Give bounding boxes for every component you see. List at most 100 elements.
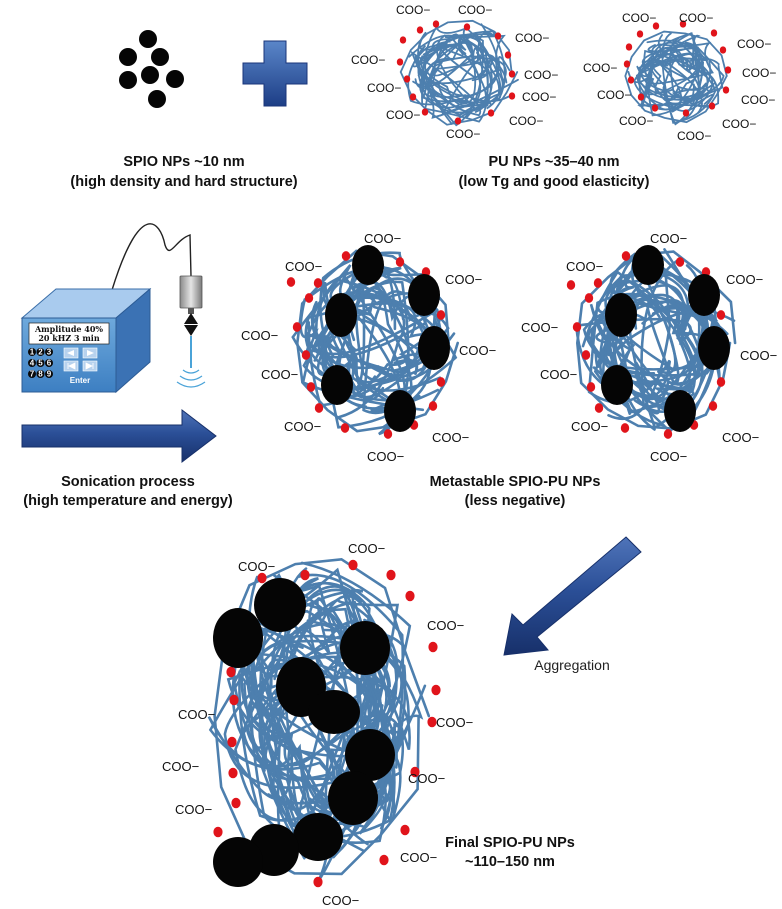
carboxyl-dot [340, 423, 350, 433]
carboxyl-dot [403, 75, 411, 83]
polymer-strand [247, 561, 412, 844]
carboxyl-dot [213, 826, 223, 838]
carboxyl-dot [428, 641, 438, 653]
sonication-probe [176, 275, 206, 388]
carboxyl-label: COO− [175, 802, 212, 817]
carboxyl-label: COO− [722, 430, 759, 445]
spio-dot [148, 90, 166, 108]
polymer-strand [207, 659, 377, 800]
carboxyl-label: COO− [285, 259, 322, 274]
spio-nanoparticle [408, 274, 440, 316]
keypad-key [45, 359, 53, 367]
polymer-strand [635, 58, 715, 109]
carboxyl-dot [675, 257, 685, 267]
carboxyl-label: COO− [241, 328, 278, 343]
carboxyl-label: COO− [408, 771, 445, 786]
polymer-strand [423, 41, 511, 96]
carboxyl-label: COO− [522, 90, 556, 104]
carboxyl-label: COO− [740, 348, 777, 363]
carboxyl-label: COO− [432, 430, 469, 445]
metastable-caption: Metastable SPIO-PU NPs [430, 474, 601, 490]
carboxyl-dot [487, 109, 495, 117]
carboxyl-label: COO− [396, 3, 430, 17]
carboxyl-dot [504, 51, 512, 59]
carboxyl-dot [348, 559, 358, 571]
spio-nanoparticle [345, 729, 395, 781]
spio-cluster [119, 30, 184, 108]
pu-subcaption: (low Tg and good elasticity) [459, 174, 650, 190]
carboxyl-dot [416, 26, 424, 34]
metastable-spio-pu-left: COO−COO−COO−COO−COO−COO−COO−COO−COO− [241, 231, 496, 464]
left-arrow-icon [67, 350, 74, 356]
carboxyl-dot [651, 104, 659, 112]
probe-neck [188, 308, 194, 314]
polymer-strand [408, 34, 484, 127]
carboxyl-dot [436, 310, 446, 320]
carboxyl-dot [463, 23, 471, 31]
aggregation-label: Aggregation [534, 657, 610, 673]
pu-caption: PU NPs ~35–40 nm [489, 154, 620, 170]
carboxyl-dot [566, 280, 576, 290]
carboxyl-dot [454, 117, 462, 125]
keypad-key [28, 359, 36, 367]
carboxyl-label: COO− [650, 449, 687, 464]
spio-nanoparticle [352, 245, 384, 285]
carboxyl-dot [594, 403, 604, 413]
carboxyl-label: COO− [348, 541, 385, 556]
polymer-strand [297, 573, 405, 830]
spio-nanoparticle [254, 578, 306, 632]
carboxyl-dot [313, 278, 323, 288]
carboxyl-label: COO− [597, 88, 631, 102]
polymer-outline [624, 30, 728, 124]
carboxyl-dot [301, 350, 311, 360]
carboxyl-label: COO− [677, 129, 711, 143]
carboxyl-dot [431, 684, 441, 696]
carboxyl-dot [286, 277, 296, 287]
keypad-key [28, 348, 36, 356]
spio-nanoparticle [213, 608, 263, 668]
keypad-key-label: 9 [47, 370, 52, 379]
carboxyl-label: COO− [583, 61, 617, 75]
keypad-key-label: 1 [30, 348, 35, 357]
spio-nanoparticle [698, 326, 730, 370]
carboxyl-label: COO− [458, 3, 492, 17]
carboxyl-dot [257, 572, 267, 584]
carboxyl-dot [724, 66, 732, 74]
keypad-key [45, 348, 53, 356]
carboxyl-dot [313, 876, 323, 888]
carboxyl-dot [400, 824, 410, 836]
sound-wave-icon [176, 369, 206, 388]
carboxyl-label: COO− [261, 367, 298, 382]
carboxyl-dot [586, 382, 596, 392]
spio-nanoparticle [605, 293, 637, 337]
carboxyl-dot [508, 92, 516, 100]
carboxyl-dot [427, 716, 437, 728]
carboxyl-dot [593, 278, 603, 288]
sonication-caption: Sonication process [61, 474, 195, 490]
carboxyl-dot [421, 108, 429, 116]
carboxyl-label: COO− [571, 419, 608, 434]
polymer-strand [637, 60, 710, 113]
carboxyl-label: COO− [162, 759, 199, 774]
spio-dot [119, 71, 137, 89]
carboxyl-label: COO− [445, 272, 482, 287]
carboxyl-dot [231, 797, 241, 809]
spio-nanoparticle [632, 245, 664, 285]
carboxyl-dot [708, 401, 718, 411]
carboxyl-dot [395, 257, 405, 267]
right-arrow-icon [87, 350, 94, 356]
probe-cable [111, 223, 192, 291]
aggregation-arrow [503, 536, 642, 656]
carboxyl-dot [314, 403, 324, 413]
keypad-key-label: 7 [30, 370, 35, 379]
keypad-key-label: 8 [38, 370, 43, 379]
spio-dot [119, 48, 137, 66]
carboxyl-dot [716, 377, 726, 387]
polymer-strand [418, 37, 502, 108]
carboxyl-dot [386, 569, 396, 581]
probe-tip-icon [184, 313, 198, 336]
polymer-outline [213, 557, 431, 876]
carboxyl-label: COO− [322, 893, 359, 908]
